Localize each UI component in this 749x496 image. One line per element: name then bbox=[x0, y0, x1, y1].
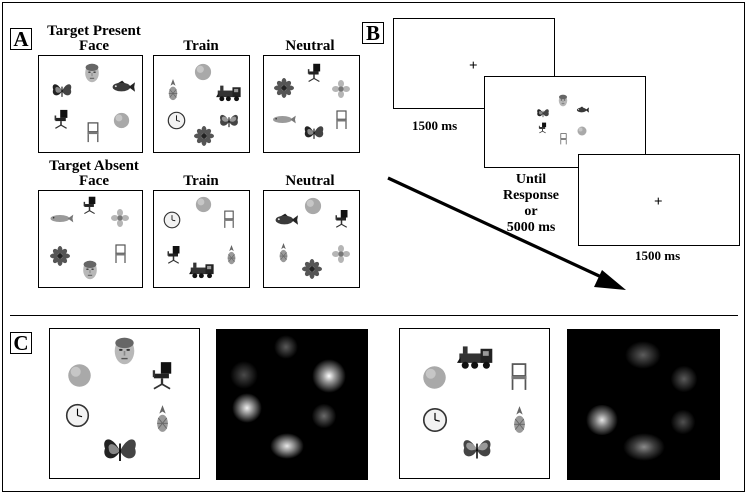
absent-face-heading: Face bbox=[79, 173, 109, 189]
fish-icon bbox=[272, 114, 296, 125]
pineapple-icon bbox=[512, 406, 527, 434]
pineapple-icon bbox=[278, 243, 289, 263]
present-face-heading: Face bbox=[79, 38, 109, 54]
pineapple-icon bbox=[155, 405, 170, 433]
absent-train-display bbox=[153, 190, 250, 288]
clock-icon bbox=[167, 111, 186, 130]
office-chair-icon bbox=[53, 109, 69, 130]
ball-icon bbox=[422, 365, 447, 390]
flower-light-icon bbox=[332, 80, 350, 98]
present-neutral-display bbox=[263, 55, 360, 153]
panel-divider bbox=[10, 315, 738, 316]
flower-light-icon bbox=[111, 209, 129, 227]
butterfly-icon bbox=[536, 108, 550, 119]
search-display-screen bbox=[484, 76, 646, 168]
butterfly-icon bbox=[51, 82, 73, 100]
heat-blob bbox=[623, 433, 665, 461]
butterfly-icon bbox=[461, 436, 493, 464]
absent-neutral-heading: Neutral bbox=[285, 173, 335, 189]
present-train-heading: Train bbox=[183, 38, 219, 54]
timing-search-line-3: or bbox=[524, 204, 538, 219]
face-icon bbox=[84, 62, 100, 84]
timing-search-line-1: Until bbox=[515, 172, 547, 187]
heat-blob bbox=[312, 403, 336, 429]
time-arrow bbox=[387, 176, 626, 290]
fish-icon bbox=[49, 213, 74, 224]
heat-blob bbox=[585, 405, 619, 435]
fish-icon bbox=[111, 80, 135, 94]
absent-face-display bbox=[38, 190, 143, 288]
present-neutral-heading: Neutral bbox=[285, 38, 335, 54]
flower-icon bbox=[302, 259, 322, 279]
heat-blob bbox=[230, 361, 258, 389]
chair-icon bbox=[85, 122, 101, 143]
clock-icon bbox=[163, 211, 181, 229]
absent-neutral-display bbox=[263, 190, 360, 288]
timing-search-line-2: Response bbox=[502, 188, 559, 203]
chair-icon bbox=[334, 110, 349, 130]
timing-search-line-4: 5000 ms bbox=[506, 220, 556, 235]
flower-icon bbox=[274, 78, 294, 98]
chair-icon bbox=[222, 210, 236, 229]
fixation-cross: + bbox=[654, 194, 663, 210]
absent-train-heading: Train bbox=[183, 173, 219, 189]
clock-icon bbox=[65, 403, 90, 428]
fixation-screen-2: + bbox=[578, 154, 740, 246]
chair-icon bbox=[508, 363, 530, 391]
train-icon bbox=[457, 344, 497, 370]
example-display-2 bbox=[399, 328, 550, 479]
butterfly-icon bbox=[218, 113, 240, 130]
ball-icon bbox=[577, 126, 587, 136]
target-present-heading: Target Present bbox=[47, 23, 141, 39]
office-chair-icon bbox=[150, 361, 174, 391]
flower-icon bbox=[194, 126, 214, 146]
ball-icon bbox=[67, 363, 92, 388]
heat-blob bbox=[625, 341, 661, 369]
panel-c-label: C bbox=[10, 332, 32, 354]
target-absent-heading: Target Absent bbox=[49, 158, 139, 174]
train-icon bbox=[216, 84, 244, 102]
face-icon bbox=[113, 336, 136, 366]
butterfly-icon bbox=[303, 124, 325, 142]
fixation-cross: + bbox=[469, 58, 478, 74]
ball-icon bbox=[195, 196, 212, 213]
chair-icon bbox=[559, 133, 568, 145]
chair-icon bbox=[113, 244, 128, 264]
heat-blob bbox=[312, 359, 346, 393]
flower-icon bbox=[50, 246, 70, 266]
figure-frame bbox=[2, 2, 745, 492]
heat-blob bbox=[232, 393, 262, 423]
panel-b-label: B bbox=[362, 22, 384, 44]
office-chair-icon bbox=[538, 122, 547, 134]
panel-a-label: A bbox=[10, 28, 32, 50]
face-icon bbox=[558, 94, 568, 107]
heat-blob bbox=[270, 433, 304, 459]
heat-blob bbox=[274, 335, 298, 359]
office-chair-icon bbox=[334, 209, 349, 229]
pineapple-icon bbox=[226, 245, 237, 265]
fish-icon bbox=[274, 213, 298, 227]
fish-icon bbox=[576, 106, 589, 114]
office-chair-icon bbox=[82, 196, 97, 215]
butterfly-icon bbox=[101, 436, 139, 466]
ball-icon bbox=[113, 112, 130, 129]
timing-fixation-1: 1500 ms bbox=[412, 118, 458, 133]
face-icon bbox=[82, 259, 98, 281]
heat-blob bbox=[671, 409, 695, 435]
fixation-heatmap-2 bbox=[567, 329, 720, 480]
fixation-heatmap-1 bbox=[216, 329, 368, 480]
office-chair-icon bbox=[166, 245, 181, 265]
timing-fixation-2: 1500 ms bbox=[635, 248, 681, 263]
heat-blob bbox=[671, 365, 697, 393]
present-train-display bbox=[153, 55, 250, 153]
train-icon bbox=[189, 261, 217, 279]
ball-icon bbox=[304, 197, 322, 215]
present-face-display bbox=[38, 55, 143, 153]
flower-light-icon bbox=[332, 245, 350, 263]
office-chair-icon bbox=[306, 63, 322, 83]
example-display-1 bbox=[49, 328, 200, 479]
pineapple-icon bbox=[167, 79, 179, 101]
ball-icon bbox=[194, 63, 212, 81]
clock-icon bbox=[422, 407, 448, 433]
